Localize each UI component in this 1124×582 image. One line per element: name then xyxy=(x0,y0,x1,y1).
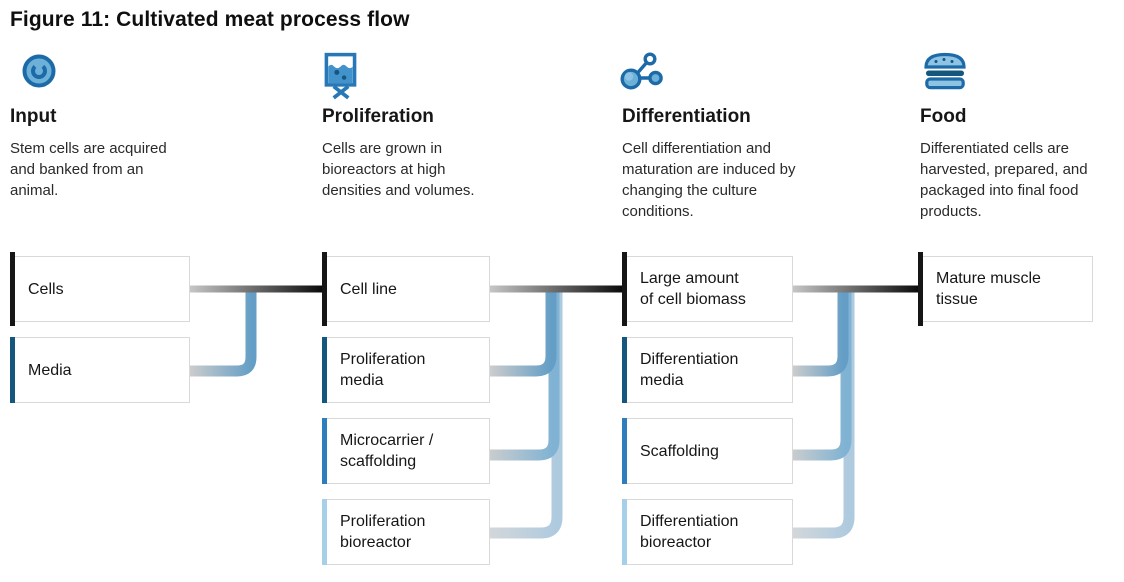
figure-title: Figure 11: Cultivated meat process flow xyxy=(10,8,410,31)
flow-box-microcarrier-scaffolding: Microcarrier / scaffolding xyxy=(322,418,490,484)
flow-box-cells: Cells xyxy=(10,252,190,326)
flow-box-cell-biomass: Large amount of cell biomass xyxy=(622,252,793,326)
flow-box-media: Media xyxy=(10,337,190,403)
accent-bar xyxy=(918,252,923,326)
flow-box-label: Mature muscle tissue xyxy=(936,270,1041,308)
accent-bar xyxy=(322,337,327,403)
flow-box-differentiation-media: Differentiation media xyxy=(622,337,793,403)
flow-box-cell-line: Cell line xyxy=(322,252,490,326)
flow-box-proliferation-media: Proliferation media xyxy=(322,337,490,403)
stage-heading-differentiation: Differentiation xyxy=(622,106,751,127)
accent-bar xyxy=(622,337,627,403)
molecule-icon xyxy=(620,52,663,90)
accent-bar xyxy=(622,499,627,565)
accent-bar xyxy=(322,418,327,484)
flow-box-label: Differentiation bioreactor xyxy=(640,513,739,551)
stage-desc-food: Differentiated cells are harvested, prep… xyxy=(920,140,1088,220)
flow-box-label: Cells xyxy=(28,280,64,298)
accent-bar xyxy=(322,252,327,326)
cell-icon xyxy=(22,54,56,88)
flow-box-mature-muscle-tissue: Mature muscle tissue xyxy=(918,252,1093,326)
flow-box-proliferation-bioreactor: Proliferation bioreactor xyxy=(322,499,490,565)
flow-box-label: Proliferation media xyxy=(340,351,426,389)
accent-bar xyxy=(322,499,327,565)
accent-bar xyxy=(622,418,627,484)
flow-box-differentiation-bioreactor: Differentiation bioreactor xyxy=(622,499,793,565)
stage-desc-input: Stem cells are acquired and banked from … xyxy=(10,140,167,199)
flow-box-label: Proliferation bioreactor xyxy=(340,513,426,551)
stage-heading-input: Input xyxy=(10,106,57,127)
accent-bar xyxy=(10,337,15,403)
flow-box-label: Differentiation media xyxy=(640,351,739,389)
accent-bar xyxy=(622,252,627,326)
stage-heading-proliferation: Proliferation xyxy=(322,106,434,127)
flow-box-label: Cell line xyxy=(340,280,397,298)
stage-heading-food: Food xyxy=(920,106,967,127)
accent-bar xyxy=(10,252,15,326)
flow-box-label: Microcarrier / scaffolding xyxy=(340,432,434,470)
flow-box-scaffolding: Scaffolding xyxy=(622,418,793,484)
stage-desc-differentiation: Cell differentiation and maturation are … xyxy=(622,140,796,220)
flow-box-label: Scaffolding xyxy=(640,442,719,460)
stage-desc-proliferation: Cells are grown in bioreactors at high d… xyxy=(322,140,475,199)
burger-icon xyxy=(924,52,966,90)
bioreactor-bag-icon xyxy=(324,52,357,100)
flow-box-label: Large amount of cell biomass xyxy=(640,270,746,308)
flow-box-label: Media xyxy=(28,361,72,379)
